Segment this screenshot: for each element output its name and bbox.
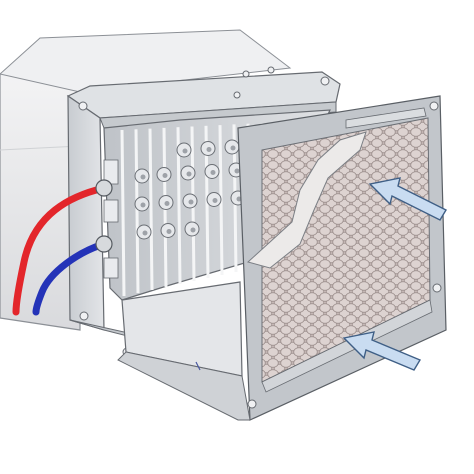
tube-bore xyxy=(234,168,240,174)
tube-bore xyxy=(236,196,242,202)
lower-panel xyxy=(117,281,251,421)
fin-line xyxy=(120,129,126,297)
tube-bore xyxy=(206,147,212,152)
tube-bore xyxy=(142,230,148,236)
hose-cold xyxy=(32,240,108,316)
duct-body xyxy=(0,29,292,331)
hose-hot xyxy=(12,184,108,316)
tube-bore xyxy=(166,229,172,234)
tube-bore xyxy=(162,173,168,178)
tube-bore xyxy=(186,171,192,177)
hoses xyxy=(12,179,113,316)
flow-arrow-upper xyxy=(368,177,447,221)
tube-bore xyxy=(164,201,170,206)
flow-arrow-lower xyxy=(342,331,422,371)
front-frame xyxy=(122,95,447,421)
fin-line xyxy=(148,128,154,291)
tube-bore xyxy=(140,202,146,208)
hose-fitting xyxy=(95,179,113,197)
tube-bore xyxy=(212,198,218,203)
label-plate xyxy=(103,199,119,223)
tube-bore xyxy=(230,145,236,151)
flow-arrows xyxy=(342,177,447,371)
tube-bore xyxy=(182,148,188,154)
label-plate xyxy=(103,257,119,279)
tube-bore xyxy=(188,199,194,205)
cut-edge xyxy=(246,131,367,269)
fin-line xyxy=(134,129,140,294)
tube-bore xyxy=(210,170,216,175)
tube-bore xyxy=(190,227,196,233)
tube-bore xyxy=(140,174,146,180)
hose-fitting xyxy=(95,235,113,253)
